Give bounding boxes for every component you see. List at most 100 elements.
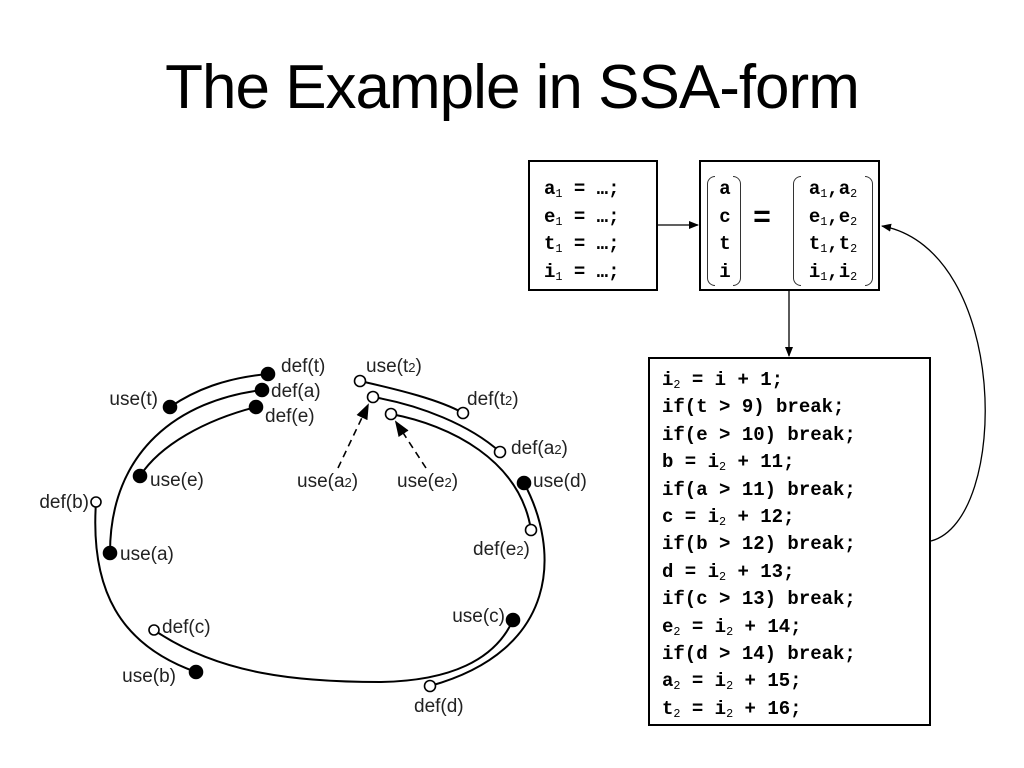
code-text: + 16;	[733, 697, 802, 720]
use-d-label: use(d)	[533, 471, 587, 492]
loop-line: d = i2 + 13;	[662, 559, 929, 586]
def-a-node-filled-dot-icon	[254, 382, 270, 398]
use-e-label: use(e)	[150, 470, 204, 491]
use-e-node-filled-dot-icon	[132, 468, 148, 484]
code-text: = i	[680, 615, 727, 638]
code-text: + 11;	[726, 451, 795, 474]
assignment: = …;	[562, 178, 620, 200]
subscript: 1	[820, 214, 828, 229]
code-text: e	[662, 615, 674, 638]
def-t2-label: def(t2)	[467, 389, 519, 410]
code-text: d = i	[662, 560, 720, 583]
range-b	[94, 501, 197, 673]
subscript: 1	[820, 269, 828, 284]
var-name: t	[808, 233, 821, 255]
range-a2	[372, 396, 501, 453]
def-d-label: def(d)	[414, 696, 464, 717]
range-a	[109, 389, 263, 554]
code-text: if(e > 10) break;	[662, 423, 856, 446]
subscript: 2	[726, 624, 734, 639]
use-b-node-filled-dot-icon	[188, 664, 204, 680]
code-text: + 15;	[733, 670, 802, 693]
phi-target: i	[719, 260, 731, 283]
use-a2-pointer	[337, 403, 369, 469]
def-a2-label: def(a2)	[511, 438, 568, 459]
code-text: c = i	[662, 506, 720, 529]
subscript: 1	[555, 269, 563, 284]
def-a2-node-hollow-dot-icon	[493, 445, 507, 459]
subscript: 2	[726, 679, 734, 694]
assignment: = …;	[562, 205, 620, 228]
init-line: e1 = …;	[544, 204, 656, 232]
loop-body-block: i2 = i + 1;if(t > 9) break; if(e > 10) br…	[648, 357, 931, 726]
phi-target: c	[719, 205, 731, 228]
use-t2-label: use(t2)	[366, 356, 422, 377]
code-text: = i	[680, 697, 727, 720]
subscript: 2	[719, 515, 727, 530]
phi-source: a1,a2	[797, 176, 869, 204]
loop-line: a2 = i2 + 15;	[662, 668, 929, 695]
def-b-label: def(b)	[39, 492, 89, 513]
code-text: if(c > 13) break;	[662, 588, 856, 611]
def-t-label: def(t)	[281, 356, 325, 377]
code-text: + 13;	[726, 560, 795, 583]
subscript: 2	[850, 269, 858, 284]
def-e2-label: def(e2)	[473, 539, 530, 560]
loop-line: e2 = i2 + 14;	[662, 614, 929, 641]
subscript: 1	[555, 214, 563, 229]
code-text: b = i	[662, 451, 720, 474]
use-t-label: use(t)	[109, 389, 158, 410]
use-t-node-filled-dot-icon	[162, 399, 178, 415]
range-d	[429, 482, 546, 687]
def-e-label: def(e)	[265, 406, 315, 427]
loop-line: t2 = i2 + 16;	[662, 696, 929, 723]
use-t2-node-hollow-dot-icon	[353, 374, 367, 388]
use-a2-node-hollow-dot-icon	[366, 390, 380, 404]
subscript: 2	[850, 242, 858, 256]
code-text: t	[662, 697, 674, 720]
def-e-node-filled-dot-icon	[248, 399, 264, 415]
loop-line: if(a > 11) break;	[662, 477, 929, 504]
phi-equals-sign: =	[753, 202, 772, 236]
subscript: 2	[719, 460, 727, 475]
var-name: e	[544, 205, 556, 228]
subscript: 2	[673, 624, 681, 639]
code-text: if(b > 12) break;	[662, 533, 856, 556]
range-e	[139, 406, 257, 477]
var-name: i	[808, 260, 821, 283]
range-c	[153, 619, 514, 684]
comma: ,	[827, 178, 839, 200]
use-c-node-filled-dot-icon	[505, 612, 521, 628]
var-name: a	[544, 178, 556, 200]
subscript: 2	[673, 679, 681, 694]
def-d-node-hollow-dot-icon	[423, 679, 437, 693]
phi-source: e1,e2	[797, 204, 869, 232]
comma: ,	[827, 260, 839, 283]
def-b-node-hollow-dot-icon	[90, 496, 102, 508]
code-text: a	[662, 670, 674, 693]
loop-line: i2 = i + 1;	[662, 367, 929, 394]
use-c-label: use(c)	[452, 606, 505, 627]
var-name: i	[838, 260, 851, 283]
subscript: 1	[820, 187, 828, 201]
var-name: t	[544, 233, 556, 255]
subscript: 2	[673, 706, 681, 721]
def-t2-node-hollow-dot-icon	[456, 406, 470, 420]
subscript: 1	[555, 242, 563, 256]
code-text: if(t > 9) break;	[662, 396, 845, 419]
phi-source: i1,i2	[797, 259, 869, 287]
var-name: a	[838, 178, 851, 200]
use-a-label: use(a)	[120, 544, 174, 565]
def-a-label: def(a)	[271, 381, 321, 402]
subscript: 2	[850, 214, 858, 229]
var-name: i	[544, 260, 556, 283]
phi-target: a	[719, 178, 731, 200]
use-e2-label: use(e2)	[397, 471, 458, 492]
def-c-node-hollow-dot-icon	[148, 624, 160, 636]
loop-line: if(b > 12) break;	[662, 531, 929, 558]
range-e2	[390, 413, 532, 531]
